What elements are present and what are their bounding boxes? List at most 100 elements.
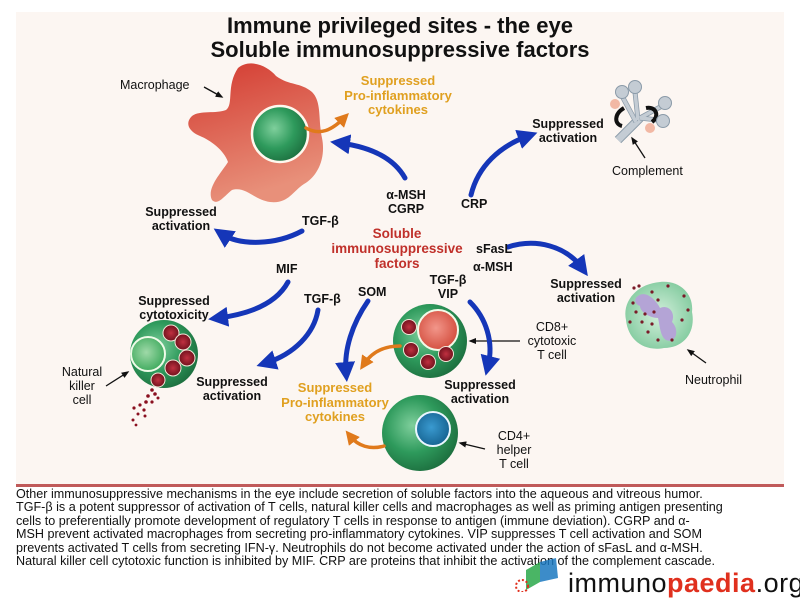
- cd4-label-line: CD4+: [497, 429, 531, 443]
- factor-text: CGRP: [387, 202, 425, 216]
- outcome-text: Suppressed: [444, 378, 516, 392]
- cd8-label-line: CD8+: [535, 320, 569, 334]
- outcome-text: Suppressed: [138, 294, 210, 308]
- outcome-nk-activation: Suppressed activation: [192, 375, 272, 403]
- outcome-text: Pro-inflammatory: [344, 87, 452, 103]
- neutrophil-label: Neutrophil: [685, 373, 742, 387]
- outcome-nk-cytotoxicity: Suppressed cytotoxicity: [132, 294, 216, 322]
- factor-sfasl: sFasL: [476, 242, 513, 256]
- logo-text-paedia: paedia: [667, 568, 756, 598]
- arrow-vip-to-cd8-activation[interactable]: [467, 299, 501, 376]
- caption-line: prevents activated T cells from secretin…: [16, 540, 703, 555]
- outcome-text: Suppressed: [297, 380, 373, 395]
- nk-label-line: cell: [72, 393, 92, 407]
- title-line-1: Immune privileged sites - the eye: [226, 13, 573, 38]
- factor-tgf-vip: TGF-β VIP: [428, 273, 468, 301]
- center-label: Soluble immunosuppressive factors: [322, 226, 472, 271]
- macrophage-label: Macrophage: [120, 78, 190, 92]
- outcome-text: activation: [202, 389, 262, 403]
- caption-line: Natural killer cell cytotoxic function i…: [16, 554, 716, 569]
- center-label-line-1: Soluble: [372, 226, 422, 241]
- caption-text: Other immunosuppressive mechanisms in th…: [16, 487, 784, 569]
- arrow-tgf-to-macrophage-activation[interactable]: [213, 228, 305, 248]
- caption-line: MSH prevent activated macrophages from s…: [16, 527, 702, 542]
- outcome-cd8-activation: Suppressed activation: [440, 378, 520, 406]
- title-line-2: Soluble immunosuppressive factors: [210, 37, 590, 62]
- nk-label-line: killer: [69, 379, 95, 393]
- arrow-mif-to-nk-cytotoxicity[interactable]: [208, 279, 291, 327]
- outcome-text: Suppressed: [532, 117, 604, 131]
- arrow-tgf-to-nk-activation[interactable]: [256, 307, 321, 370]
- factor-msh-cgrp: α-MSH CGRP: [384, 188, 428, 216]
- outcome-text: activation: [556, 291, 616, 305]
- logo-text-org: .org: [755, 568, 800, 598]
- outcome-macrophage-activation: Suppressed activation: [141, 205, 221, 233]
- cd4-label-line: helper: [496, 443, 532, 457]
- factor-tgf-macrophage: TGF-β: [302, 214, 339, 228]
- outcome-tcell-cytokines: Suppressed Pro-inflammatory cytokines: [272, 380, 398, 425]
- caption-line: TGF-β is a potent suppressor of activati…: [16, 500, 723, 515]
- factor-som: SOM: [358, 285, 387, 299]
- cd4-label: CD4+ helper T cell: [488, 429, 540, 471]
- nk-label-line: Natural: [61, 365, 103, 379]
- outcome-text: Suppressed: [145, 205, 217, 219]
- factor-crp: CRP: [461, 197, 488, 211]
- factor-mif: MIF: [276, 262, 298, 276]
- nk-released-granules: [131, 388, 160, 427]
- cd8-label-line: T cell: [537, 348, 567, 362]
- nk-granules: [150, 324, 196, 388]
- complement-molecule: [610, 80, 672, 144]
- immunopaedia-logo-icon: [515, 558, 558, 592]
- arrow-cd8-cytokines: [360, 344, 402, 370]
- outcome-text: cytokines: [368, 102, 428, 118]
- outcome-neutrophil-activation: Suppressed activation: [546, 277, 626, 305]
- immunopaedia-logo[interactable]: immunopaedia.org: [568, 568, 800, 598]
- natural-killer-cell: [130, 320, 198, 427]
- outcome-text: Suppressed: [196, 375, 268, 389]
- arrow-sfasl-to-neutrophil[interactable]: [505, 240, 588, 277]
- complement-label: Complement: [612, 164, 683, 178]
- macrophage-nucleus: [250, 104, 310, 164]
- outcome-text: Suppressed: [550, 277, 622, 291]
- center-label-line-2: immunosuppressive: [331, 241, 463, 257]
- outcome-text: activation: [538, 131, 598, 145]
- cd8-t-cell: [393, 304, 467, 378]
- caption-divider: [16, 484, 784, 487]
- cd4-t-cell: [382, 395, 458, 471]
- outcome-text: Pro-inflammatory: [281, 394, 389, 410]
- diagram-graphics: [105, 63, 707, 471]
- factor-text: VIP: [437, 287, 459, 301]
- outcome-text: cytotoxicity: [139, 308, 209, 322]
- center-label-line-3: factors: [374, 256, 420, 272]
- factor-text: TGF-β: [429, 273, 467, 287]
- caption-line: cells to preferentially promote developm…: [16, 513, 690, 528]
- outcome-text: activation: [151, 219, 211, 233]
- cd8-label-line: cytotoxic: [527, 334, 577, 348]
- factor-msh-neutrophil: α-MSH: [473, 260, 513, 274]
- macrophage-cell: [188, 63, 324, 203]
- outcome-text: Suppressed: [360, 73, 436, 88]
- neutrophil-cell: [625, 281, 693, 349]
- nk-pointer: [105, 371, 130, 387]
- logo-text-immuno: immuno: [568, 568, 668, 598]
- complement-pointer: [631, 136, 646, 159]
- factor-text: α-MSH: [386, 188, 426, 202]
- arrow-msh-to-macrophage[interactable]: [330, 134, 408, 181]
- outcome-complement-activation: Suppressed activation: [528, 117, 608, 145]
- neutrophil-pointer: [686, 349, 707, 364]
- macrophage-pointer: [203, 86, 224, 98]
- nk-label: Natural killer cell: [56, 365, 108, 407]
- arrow-macrophage-cytokines: [304, 113, 349, 134]
- outcome-text: cytokines: [305, 409, 365, 425]
- caption-line: Other immunosuppressive mechanisms in th…: [16, 487, 703, 501]
- cd8-label: CD8+ cytotoxic T cell: [520, 320, 584, 362]
- arrow-cd4-cytokines: [345, 430, 386, 450]
- cd4-pointer: [458, 441, 486, 450]
- arrow-crp-to-complement[interactable]: [468, 129, 538, 198]
- outcome-text: activation: [450, 392, 510, 406]
- factor-tgf-nk: TGF-β: [304, 292, 341, 306]
- arrow-som-to-tcell-cytokines[interactable]: [335, 298, 371, 382]
- cd4-label-line: T cell: [499, 457, 529, 471]
- outcome-macrophage-cytokines: Suppressed Pro-inflammatory cytokines: [338, 73, 458, 118]
- neutrophil-granules: [628, 284, 690, 342]
